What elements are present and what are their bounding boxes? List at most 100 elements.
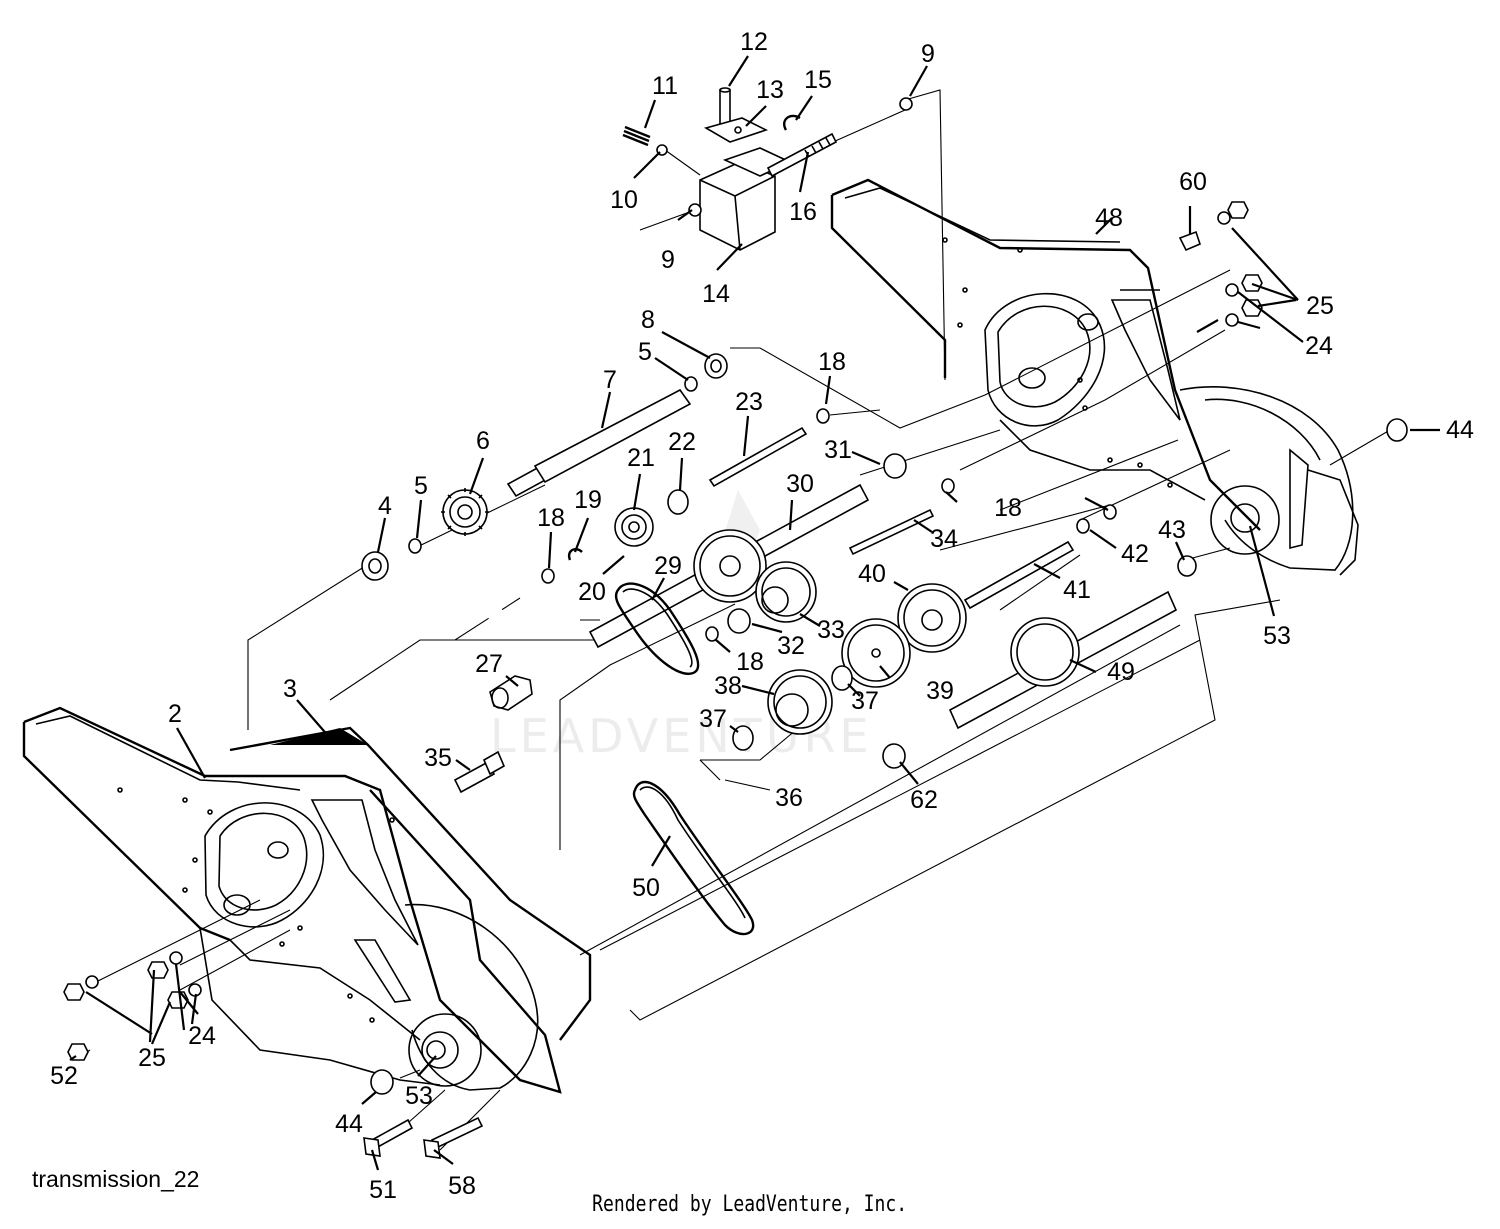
callout-20: 20 [578, 578, 606, 606]
callout-18-b: 18 [537, 504, 565, 532]
right-housing [830, 178, 1359, 576]
callout-16: 16 [789, 198, 817, 226]
callout-38: 38 [714, 672, 742, 700]
watermark: LEADVENTURE [490, 490, 869, 763]
sprocket-40 [897, 583, 967, 653]
callout-35: 35 [424, 744, 452, 772]
sprocket-39 [841, 618, 911, 688]
callout-48: 48 [1095, 204, 1123, 232]
callout-13: 13 [756, 76, 784, 104]
callout-6: 6 [476, 427, 490, 455]
callout-2: 2 [168, 700, 182, 728]
callout-29: 29 [654, 552, 682, 580]
parts [63, 87, 1408, 1159]
sprocket-20 [693, 529, 767, 603]
sprocket-49 [948, 590, 1178, 730]
callout-32: 32 [777, 632, 805, 660]
callout-31: 31 [824, 436, 852, 464]
bolt-58 [430, 1116, 484, 1150]
bearing-32 [727, 608, 751, 634]
callout-18-d: 18 [994, 494, 1022, 522]
callout-24-left: 24 [188, 1022, 216, 1050]
bracket-13 [703, 117, 769, 143]
callout-33: 33 [817, 616, 845, 644]
callout-23: 23 [735, 388, 763, 416]
callout-43: 43 [1158, 516, 1186, 544]
callout-53-left: 53 [405, 1082, 433, 1110]
leader-lines [69, 55, 1440, 1171]
bearing-22 [667, 489, 689, 515]
diagram-caption: transmission_22 [32, 1166, 200, 1192]
bushing-62 [882, 743, 906, 769]
callout-53-right: 53 [1263, 622, 1291, 650]
callout-25-right: 25 [1306, 292, 1334, 320]
callout-41: 41 [1063, 576, 1091, 604]
bolt-35 [453, 760, 496, 794]
render-credit: Rendered by LeadVenture, Inc. [592, 1192, 908, 1217]
callout-15: 15 [804, 66, 832, 94]
callout-12: 12 [740, 28, 768, 56]
callout-5-lower: 5 [414, 472, 428, 500]
callout-60: 60 [1179, 168, 1207, 196]
clip-19 [567, 548, 583, 561]
bushing-27 [489, 675, 533, 711]
callout-51: 51 [369, 1176, 397, 1204]
washer-9-right [899, 97, 913, 111]
callout-24-right: 24 [1305, 332, 1333, 360]
washer-5-lower [408, 538, 422, 554]
washer-24-right [1217, 211, 1231, 225]
washer-18-d [941, 478, 955, 494]
callout-5-upper: 5 [638, 338, 652, 366]
callout-labels: 2 3 4 5 5 6 7 8 9 9 10 11 12 13 14 15 16… [50, 28, 1474, 1204]
bushing-43 [1177, 555, 1197, 577]
callout-8: 8 [641, 306, 655, 334]
callout-42: 42 [1121, 540, 1149, 568]
callout-34: 34 [930, 525, 958, 553]
shaft-34 [848, 508, 935, 556]
callout-4: 4 [378, 492, 392, 520]
callout-25-left: 25 [138, 1044, 166, 1072]
callout-9-left: 9 [661, 246, 675, 274]
callout-30: 30 [786, 470, 814, 498]
callout-27: 27 [475, 650, 503, 678]
washer-18-b [541, 568, 555, 584]
callout-49: 49 [1107, 658, 1135, 686]
shift-block-14 [699, 161, 776, 251]
washer-18-a [816, 408, 830, 424]
washer-18-c [705, 626, 719, 642]
nut-25-right [1227, 201, 1249, 219]
callout-36: 36 [775, 784, 803, 812]
washer-9-left [688, 203, 702, 217]
gear-21 [614, 507, 654, 547]
bushing-44-right [1386, 418, 1408, 442]
spring-11 [622, 125, 651, 147]
washer-18-e [1103, 504, 1117, 520]
callout-19: 19 [574, 486, 602, 514]
callout-52: 52 [50, 1062, 78, 1090]
gear-6 [441, 488, 489, 536]
callout-14: 14 [702, 280, 730, 308]
callout-18-a: 18 [818, 348, 846, 376]
callout-58: 58 [448, 1172, 476, 1200]
callout-10: 10 [610, 186, 638, 214]
callout-11: 11 [652, 72, 678, 100]
washer-42 [1076, 518, 1090, 534]
bearing-8 [704, 353, 728, 379]
callout-39: 39 [926, 677, 954, 705]
nut-25-left [63, 983, 85, 1001]
callout-50: 50 [632, 874, 660, 902]
bearing-4 [361, 551, 389, 581]
callout-22: 22 [668, 428, 696, 456]
chain-29 [614, 582, 700, 675]
callout-9-right: 9 [921, 40, 935, 68]
left-housing [22, 706, 592, 1094]
callout-40: 40 [858, 560, 886, 588]
callout-3: 3 [283, 675, 297, 703]
bushing-44-left [370, 1069, 394, 1095]
callout-7: 7 [603, 366, 617, 394]
shaft-41 [963, 540, 1075, 610]
gear-33 [755, 561, 817, 623]
washer-24-left [85, 975, 99, 989]
callout-37-upper: 37 [851, 687, 879, 715]
